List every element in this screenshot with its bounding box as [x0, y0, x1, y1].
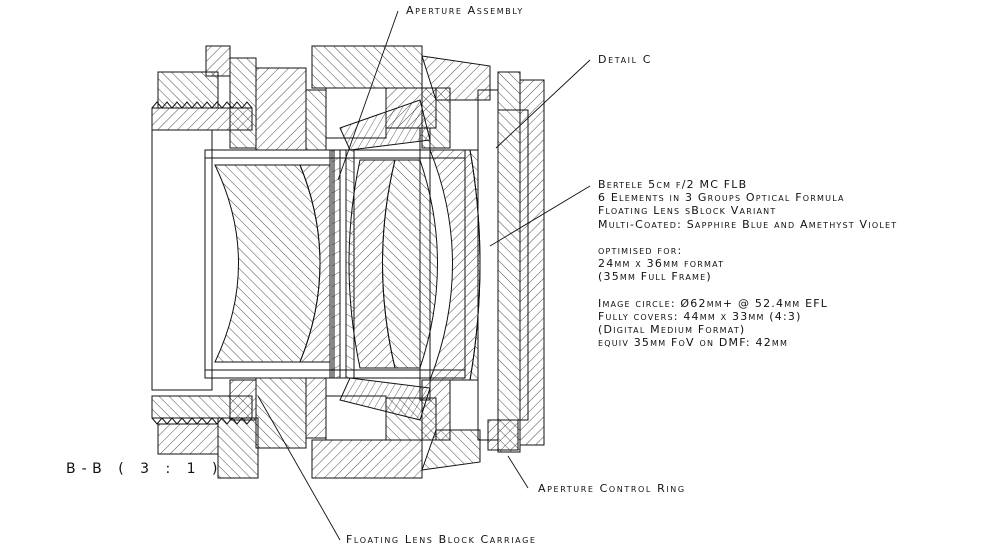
- label-aperture-control-ring: Aperture Control Ring: [538, 482, 686, 495]
- leader-aperture-control-ring: [507, 455, 529, 489]
- lens-element-1: [214, 164, 321, 363]
- lens-element-4: [382, 159, 438, 369]
- spec-line: optimised for:: [598, 243, 683, 257]
- rear-barrel: [477, 71, 545, 453]
- spec-line: (Digital Medium Format): [598, 323, 746, 337]
- leader-detail-c: [495, 59, 591, 149]
- spec-line: (35mm Full Frame): [598, 270, 712, 284]
- spec-line: equiv 35mm FoV on DMF: 42mm: [598, 336, 789, 350]
- leader-aperture-assembly: [337, 10, 399, 181]
- label-floating-lens-block-carriage: Floating Lens Block Carriage: [346, 533, 537, 546]
- leader-floating-lens-carriage: [257, 395, 341, 541]
- mount-thread-bottom: [151, 379, 259, 479]
- spec-line: Floating Lens sBlock Variant: [598, 204, 777, 218]
- spec-line: 6 Elements in 3 Groups Optical Formula: [598, 191, 845, 205]
- leader-spec: [489, 185, 591, 247]
- spec-line: Bertele 5cm f/2 MC FLB: [598, 178, 748, 191]
- label-detail-c: Detail C: [598, 53, 653, 66]
- spec-line: 24mm x 36mm format: [598, 257, 725, 271]
- mount-thread-top: [151, 45, 257, 391]
- upper-housing: [255, 45, 491, 151]
- spec-line: Fully covers: 44mm x 33mm (4:3): [598, 309, 802, 323]
- section-label: B-B ( 3 : 1 ): [66, 461, 224, 477]
- label-aperture-assembly: Aperture Assembly: [406, 4, 524, 17]
- lower-housing: [255, 377, 481, 479]
- lens-element-2: [299, 164, 331, 363]
- spec-line: Multi-Coated: Sapphire Blue and Amethyst…: [598, 217, 898, 231]
- spec-line: Image circle: Ø62mm+ @ 52.4mm EFL: [598, 296, 829, 310]
- spec-block: Bertele 5cm f/2 MC FLB 6 Elements in 3 G…: [598, 178, 897, 349]
